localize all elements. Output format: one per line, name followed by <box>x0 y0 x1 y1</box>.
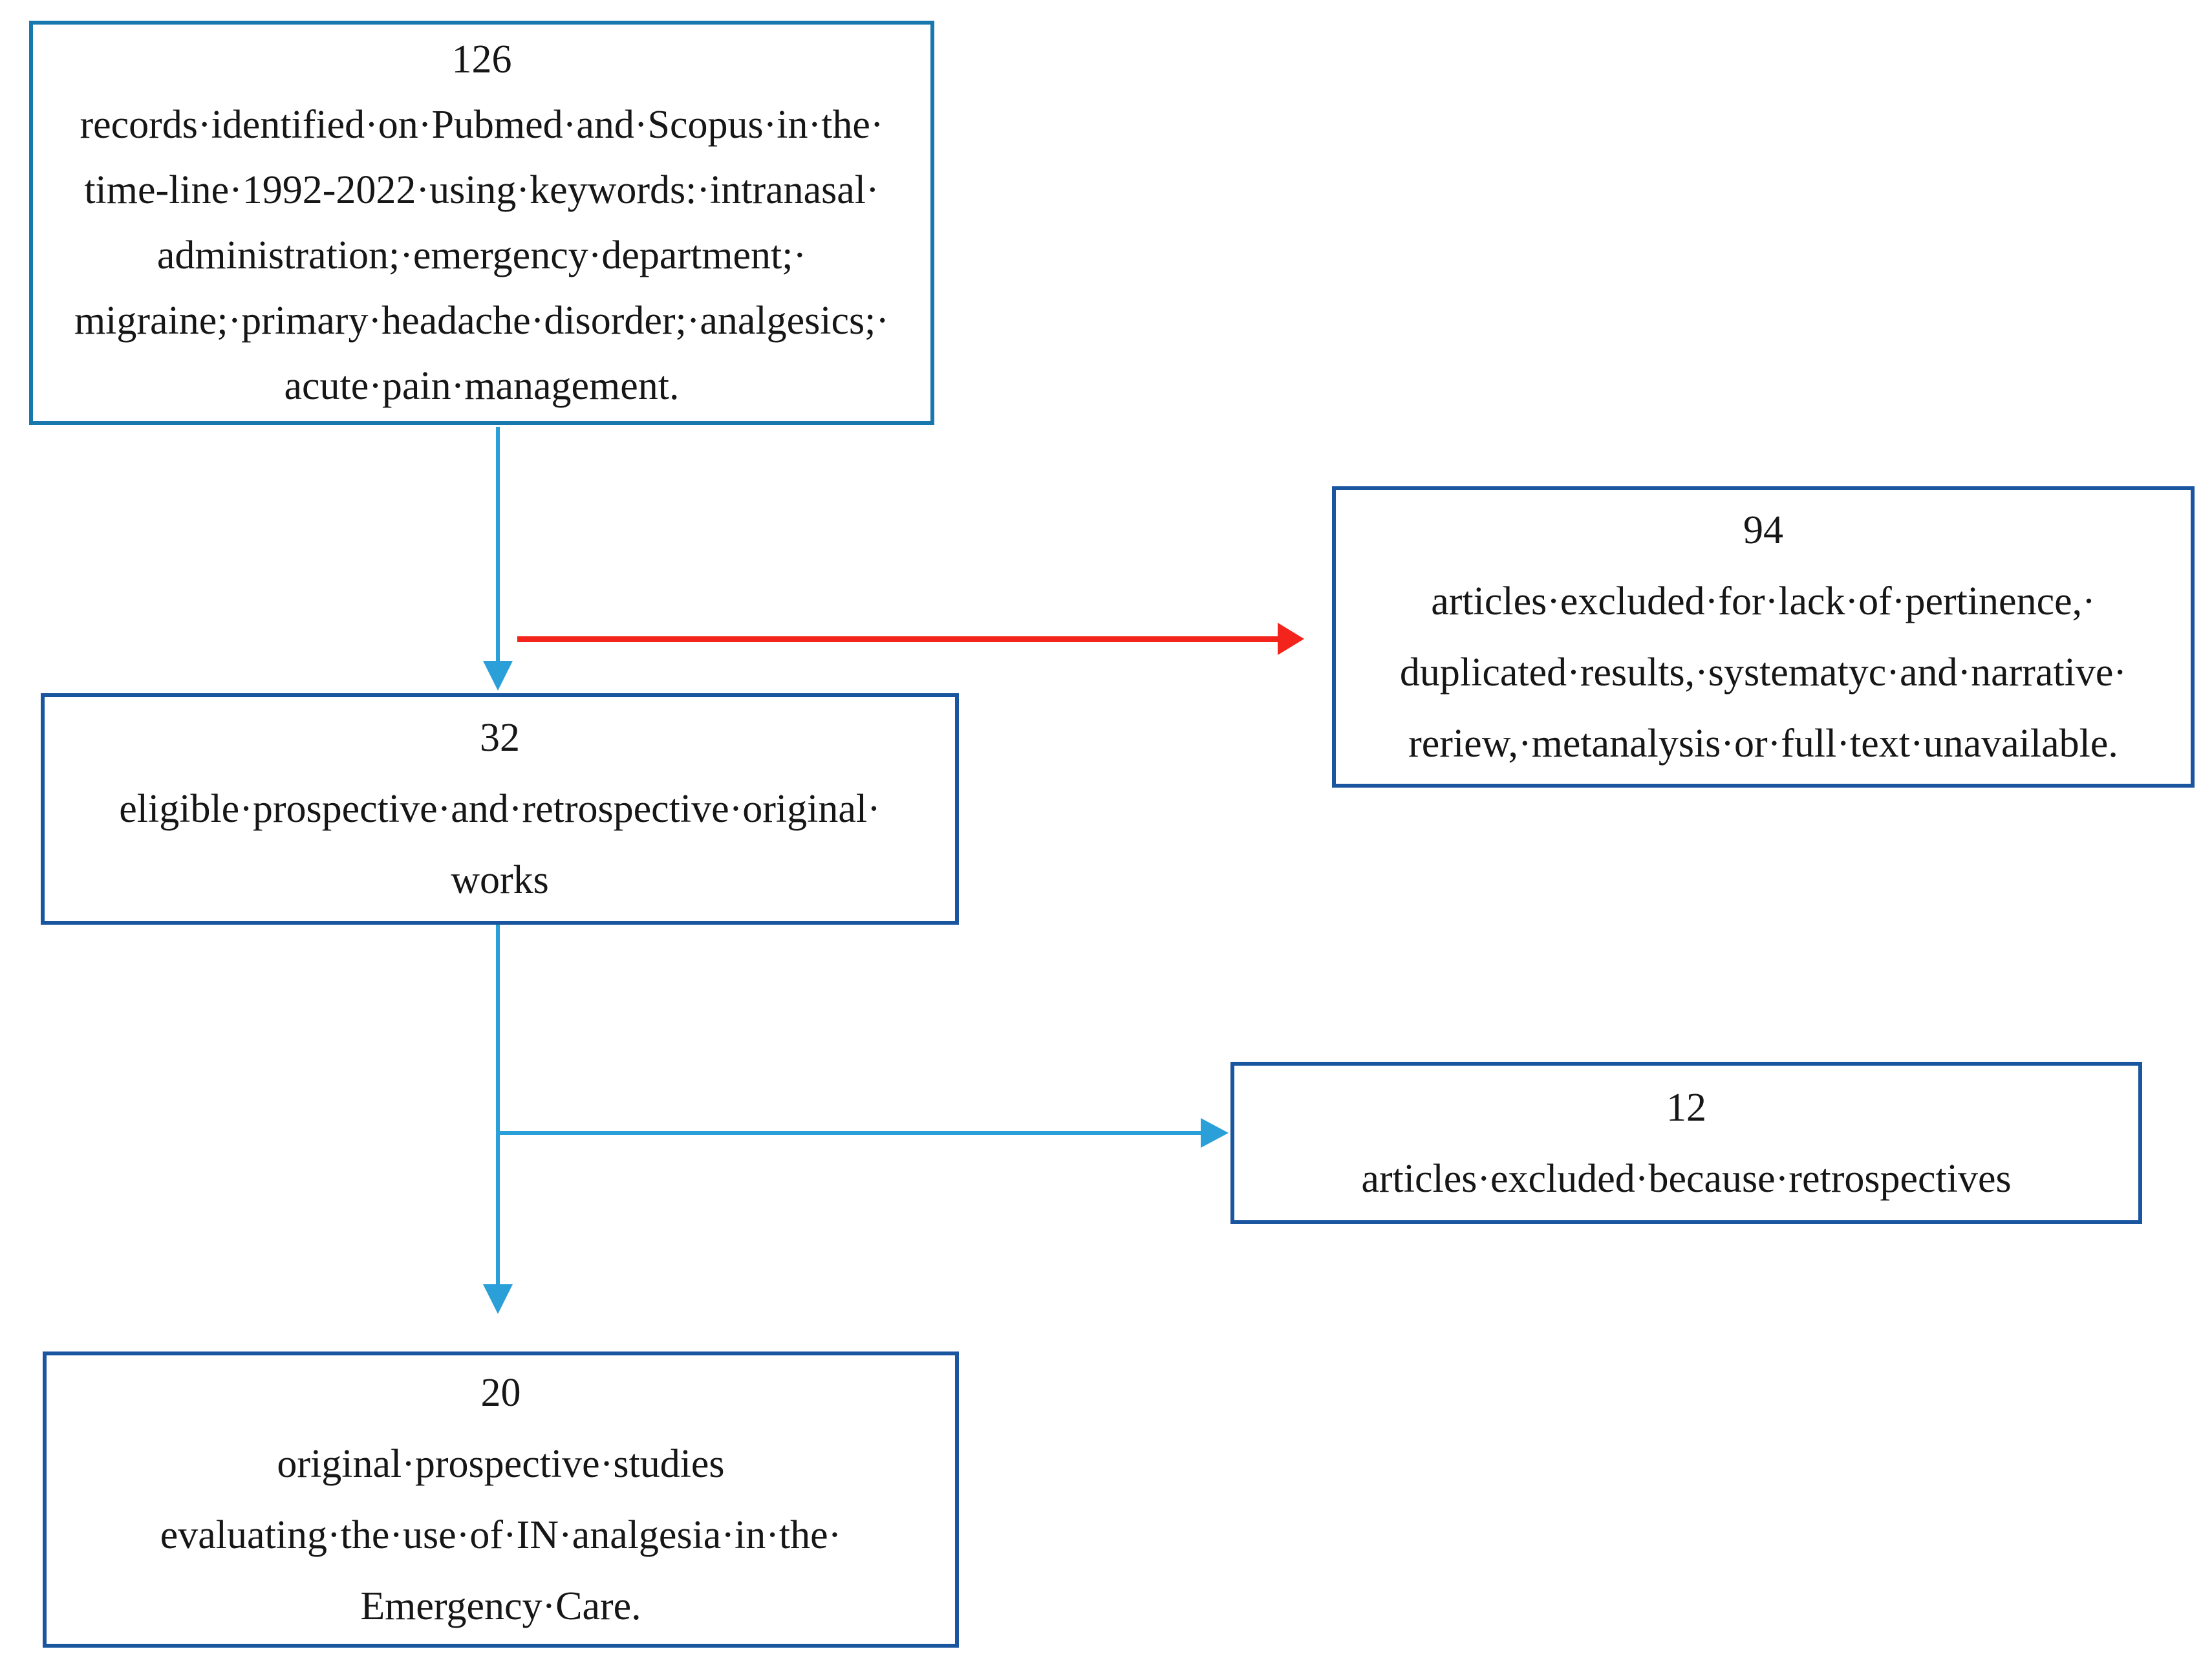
box-count: 32 <box>480 716 520 760</box>
box-text-line: articles·excluded·because·retrospectives <box>1361 1156 2012 1201</box>
box-text-line: records·identified·on·Pubmed·and·Scopus·… <box>80 102 884 147</box>
box-text-line: original·prospective·studies <box>277 1442 725 1486</box>
arrow-line-eligible-to-prospective <box>496 925 500 1284</box>
box-text-line: eligible·prospective·and·retrospective·o… <box>119 787 881 831</box>
arrow-head-down-icon <box>483 1284 513 1314</box>
box-text-line: duplicated·results,·systematyc·and·narra… <box>1399 651 2127 695</box>
box-text-line: works <box>451 858 549 902</box>
box-text-line: Emergency·Care. <box>360 1584 641 1628</box>
flow-box-articles-excluded-pertinence: 94 articles·excluded·for·lack·of·pertine… <box>1332 486 2195 788</box>
box-text-line: time-line·1992-2022·using·keywords:·intr… <box>84 167 879 212</box>
flow-box-articles-excluded-retrospectives: 12 articles·excluded·because·retrospecti… <box>1230 1062 2142 1224</box>
box-text-line: acute·pain·management. <box>284 363 680 408</box>
box-count: 12 <box>1666 1085 1706 1130</box>
arrow-head-right-red-icon <box>1278 623 1304 655</box>
flow-box-eligible-works: 32 eligible·prospective·and·retrospectiv… <box>41 693 959 925</box>
box-text-line: reriew,·metanalysis·or·full·text·unavail… <box>1408 722 2118 766</box>
arrow-line-excluded-retrospectives <box>498 1131 1202 1135</box>
arrow-line-excluded-pertinence <box>517 636 1279 642</box>
flow-box-records-identified: 126 records·identified·on·Pubmed·and·Sco… <box>29 21 934 425</box>
box-text-line: evaluating·the·use·of·IN·analgesia·in·th… <box>160 1513 842 1557</box>
arrow-line-identified-to-eligible <box>496 427 500 662</box>
box-count: 20 <box>480 1371 521 1415</box>
box-count: 94 <box>1743 508 1783 552</box>
arrow-head-down-icon <box>483 661 513 691</box>
flow-box-original-prospective-studies: 20 original·prospective·studies evaluati… <box>43 1351 959 1648</box>
box-text-line: administration;·emergency·department;· <box>156 233 807 277</box>
box-text-line: articles·excluded·for·lack·of·pertinence… <box>1431 579 2096 623</box>
box-count: 126 <box>451 37 512 81</box>
box-text-line: migraine;·primary·headache·disorder;·ana… <box>74 298 890 343</box>
arrow-head-right-blue-icon <box>1201 1118 1229 1148</box>
